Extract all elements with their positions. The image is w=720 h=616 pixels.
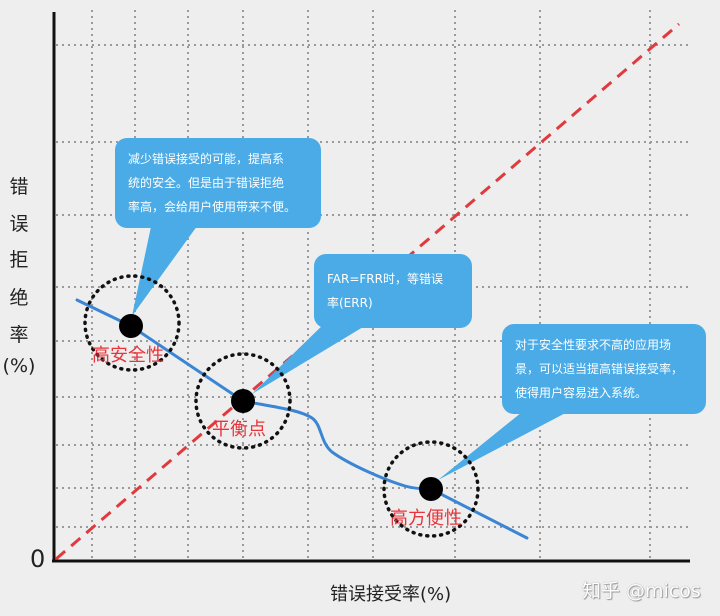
label-high-security: 高安全性 — [92, 345, 164, 366]
callout-line: 使得用户容易进入系统。 — [515, 386, 648, 400]
y-label-char: 拒 — [9, 249, 29, 271]
x-axis-label: 错误接受率(%) — [330, 584, 452, 605]
highlight-ring-convenience — [382, 440, 480, 538]
label-balance: 平衡点 — [212, 419, 266, 440]
callout-convenience: 对于安全性要求不高的应用场 景，可以适当提高错误接受率， 使得用户容易进入系统。 — [502, 324, 706, 414]
y-label-char: 绝 — [9, 287, 29, 309]
callout-line: 景，可以适当提高错误接受率， — [515, 362, 684, 376]
callout-line: 率高，会给用户使用带来不便。 — [128, 200, 297, 214]
frr-far-curve — [75, 298, 529, 540]
callout-line: 统的安全。但是由于错误拒绝 — [128, 176, 285, 190]
callout-security: 减少错误接受的可能，提高系 统的安全。但是由于错误拒绝 率高，会给用户使用带来不… — [115, 138, 321, 228]
y-label-char: 误 — [9, 213, 29, 235]
callout-line: 率(ERR) — [327, 296, 373, 310]
callout-tail-balance — [252, 318, 378, 394]
callout-line: FAR=FRR时，等错误 — [327, 272, 443, 286]
label-high-convenience: 高方便性 — [390, 508, 462, 529]
callout-tail-security — [132, 222, 200, 316]
y-label-char: 率 — [9, 324, 29, 346]
y-label-char: (%) — [2, 355, 36, 377]
point-high-convenience — [419, 477, 443, 501]
callout-line: 对于安全性要求不高的应用场 — [515, 338, 672, 352]
y-label-char: 错 — [9, 176, 29, 198]
watermark: 知乎 @micos — [582, 580, 701, 602]
callout-tail-convenience — [438, 408, 575, 480]
highlight-ring-security — [83, 274, 181, 372]
point-balance — [231, 389, 255, 413]
callout-line: 减少错误接受的可能，提高系 — [128, 152, 285, 166]
point-high-security — [119, 314, 143, 338]
highlight-ring-balance — [194, 352, 292, 450]
callout-balance: FAR=FRR时，等错误 率(ERR) — [314, 254, 472, 328]
origin-label: 0 — [30, 545, 46, 573]
